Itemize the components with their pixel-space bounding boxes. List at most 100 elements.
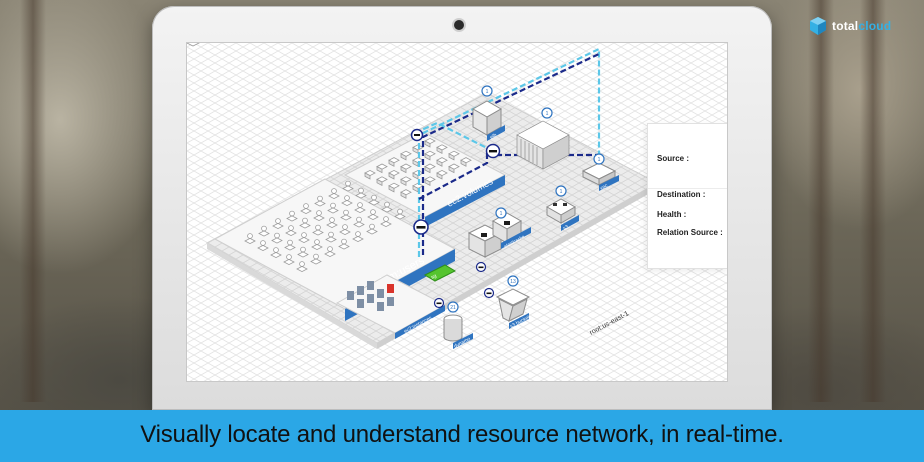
dynamo-database-node[interactable]: dynamo — [443, 314, 473, 350]
user-icon-head — [329, 217, 335, 223]
user-icon-head — [247, 233, 253, 239]
user-icon — [286, 215, 298, 222]
volume-icon-side — [424, 165, 431, 174]
badge-elb: 1 — [481, 85, 493, 97]
user-icon-head — [397, 208, 403, 215]
badge-s3: 1 — [555, 185, 567, 197]
user-icon — [244, 237, 256, 245]
vpc-label: vpc — [599, 183, 609, 192]
user-icon — [283, 258, 295, 266]
user-icon-head — [274, 232, 280, 239]
user-icon — [296, 265, 308, 273]
volume-icon-side — [436, 172, 443, 180]
user-icon — [297, 251, 309, 258]
ec2-instances-label-bar — [395, 305, 445, 339]
user-icon — [380, 220, 392, 228]
user-icon-head — [341, 238, 347, 245]
user-icon — [339, 228, 351, 236]
svg-text:13: 13 — [510, 279, 516, 285]
user-icon-head — [299, 261, 305, 267]
user-icon-head — [370, 209, 376, 215]
svg-text:1: 1 — [598, 157, 601, 163]
ec2-volumes-label-bar — [425, 175, 505, 227]
user-icon-head — [261, 225, 267, 232]
user-icon — [271, 237, 283, 244]
user-icon-head — [315, 224, 321, 231]
user-icon-head — [287, 239, 293, 246]
rds-rack-node[interactable] — [516, 120, 570, 170]
user-icon — [313, 214, 325, 222]
count-badges: 1 1 1 1 1 21 13 — [447, 85, 605, 313]
caption-text: Visually locate and understand resource … — [140, 421, 784, 448]
user-icon-head — [273, 247, 279, 253]
resource-map-screen: iam:users ec2:volumes ec2:instances — [186, 42, 728, 382]
volume-icon-side — [460, 159, 467, 167]
user-icon — [326, 221, 338, 229]
user-icon-head — [327, 246, 333, 252]
source-label: Source : — [657, 154, 690, 163]
region-platform-edge — [377, 183, 657, 349]
health-label: Health : — [657, 210, 687, 219]
user-icon — [312, 229, 324, 236]
selected-relation[interactable]: sg — [423, 264, 457, 282]
user-icon — [299, 222, 311, 229]
user-icon — [342, 185, 354, 192]
user-icon-head — [286, 254, 292, 260]
laptop-frame: iam:users ec2:volumes ec2:instances — [152, 6, 772, 410]
selected-tag-label: sg — [430, 273, 438, 281]
volume-icon-side — [400, 191, 407, 199]
background-post — [860, 0, 886, 402]
svg-text:1: 1 — [486, 89, 489, 95]
svg-text:1: 1 — [500, 211, 503, 217]
user-icon-head — [345, 180, 351, 187]
user-icon-head — [356, 216, 362, 223]
user-icon-head — [344, 195, 350, 201]
elb-label: elb — [489, 132, 498, 141]
volume-icon-side — [388, 172, 395, 180]
user-icon-head — [357, 202, 363, 208]
s3-bucket-node[interactable]: s3 bucket — [495, 288, 531, 330]
user-icon-head — [313, 253, 319, 260]
s3-blocks-node[interactable]: s3 — [545, 198, 579, 232]
volume-icon-side — [424, 178, 431, 187]
user-icon — [310, 258, 322, 265]
background-post — [808, 0, 834, 402]
volume-icon-side — [364, 172, 371, 180]
relation-details-panel: Source : Destination : Health : Relation… — [647, 123, 727, 269]
user-icon — [352, 235, 364, 243]
region-platform-edge — [207, 243, 377, 349]
volume-icon-side — [400, 165, 407, 174]
relation-pins[interactable] — [410, 128, 501, 309]
user-icon — [298, 236, 310, 244]
user-icon — [327, 207, 339, 214]
elb-node[interactable]: elb — [471, 100, 505, 141]
vpc-router-node[interactable]: vpc — [581, 162, 619, 192]
user-icon-head — [343, 209, 349, 216]
user-icon — [300, 207, 312, 215]
volume-icon-side — [388, 159, 395, 167]
user-icon — [270, 251, 282, 259]
badge-dynamo: 21 — [447, 301, 459, 313]
user-icon — [314, 200, 326, 207]
user-icon-head — [275, 218, 281, 224]
user-icon — [341, 199, 353, 207]
volume-icon-side — [436, 146, 443, 155]
user-icon-head — [384, 201, 390, 208]
user-icon-head — [288, 225, 294, 231]
cloud-cube-icon — [810, 17, 826, 35]
webcam-icon — [454, 20, 464, 30]
user-icon — [311, 243, 323, 251]
user-icon — [328, 192, 340, 200]
user-icon — [355, 192, 367, 199]
totalcloud-logo: totalcloud — [808, 14, 908, 40]
user-icon-head — [355, 231, 361, 237]
user-icon — [284, 244, 296, 251]
resource-map-canvas[interactable]: iam:users ec2:volumes ec2:instances — [187, 43, 728, 382]
background-post — [20, 0, 46, 402]
volume-icon-side — [448, 153, 455, 161]
instance-icons — [347, 281, 394, 311]
user-icon — [367, 213, 379, 221]
logo-text-cloud: cloud — [858, 19, 892, 33]
badge-bucket: 13 — [507, 275, 519, 287]
user-icon-head — [328, 231, 334, 238]
